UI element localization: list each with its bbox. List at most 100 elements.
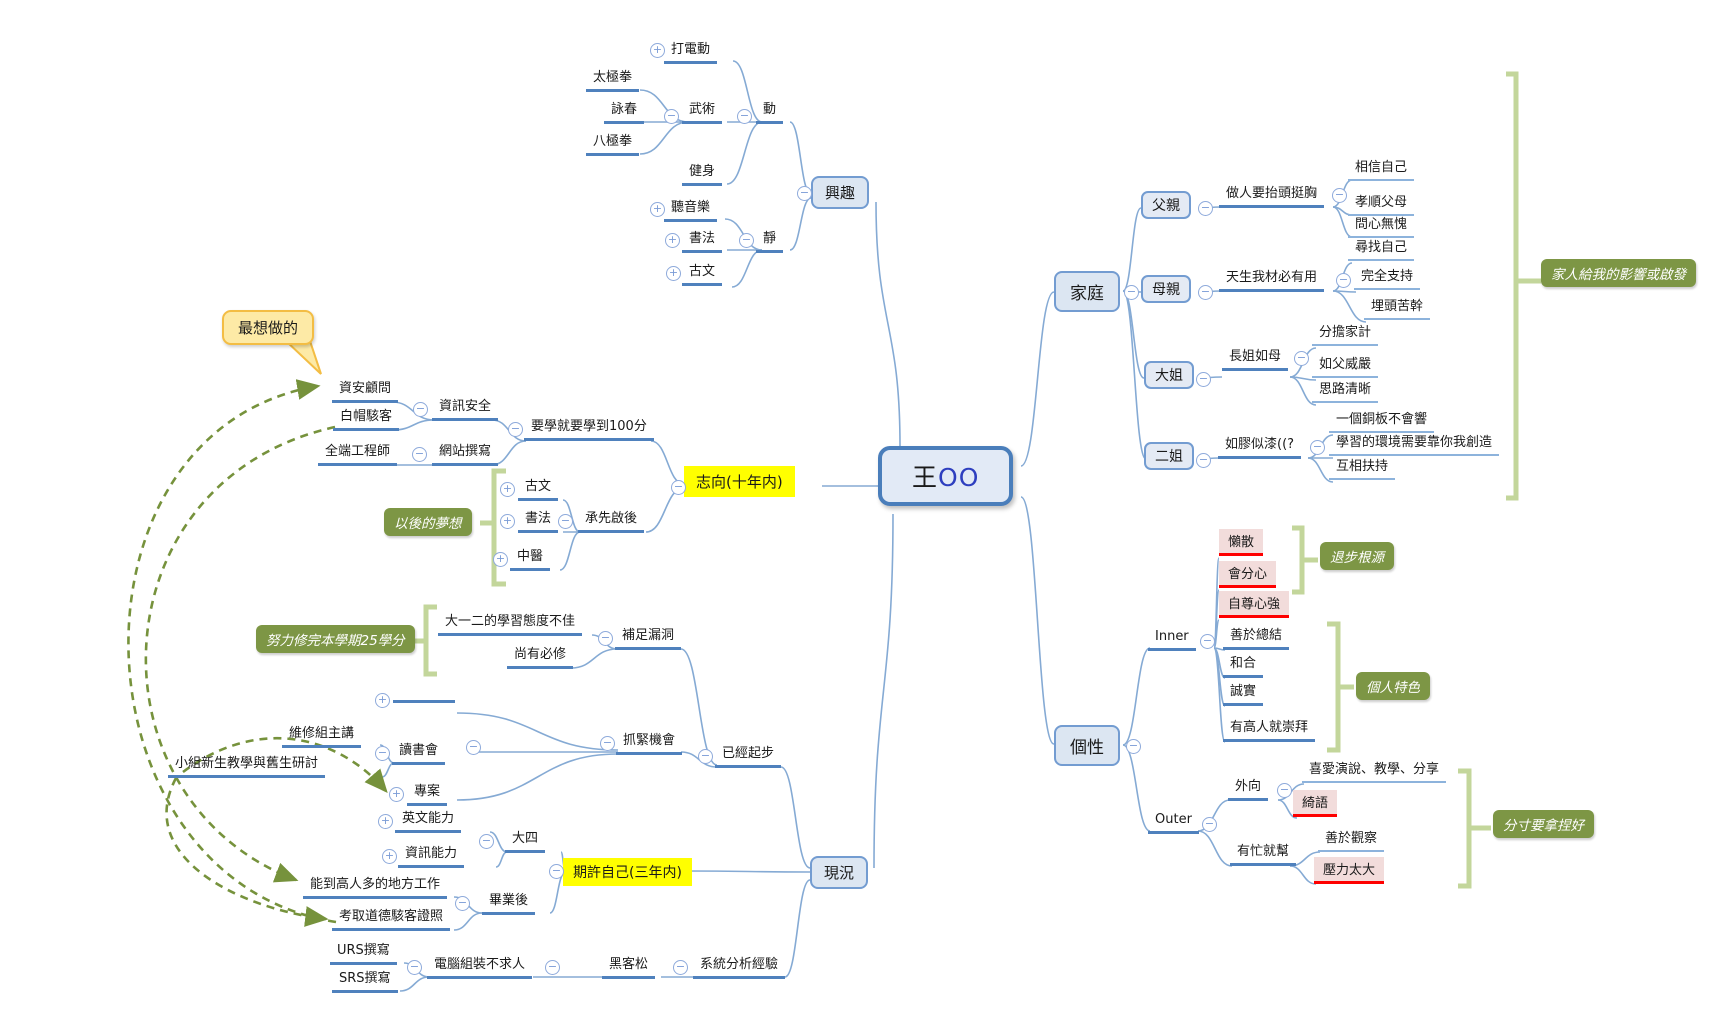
collapse-icon[interactable]: − [1196,372,1211,387]
callout-regress-root[interactable]: 退步根源 [1320,542,1394,570]
collapse-icon[interactable]: − [545,960,560,975]
topic-wingchun[interactable]: 詠春 [604,102,645,124]
branch-interest[interactable]: 興趣 [811,176,870,209]
topic-sys-analysis[interactable]: 系統分析經驗 [693,957,786,979]
collapse-icon[interactable]: − [1200,634,1215,649]
topic-martial-arts[interactable]: 武術 [682,102,723,124]
collapse-icon[interactable]: − [1294,351,1309,366]
collapse-icon[interactable]: − [1202,817,1217,832]
callout-most-want[interactable]: 最想做的 [222,310,315,345]
topic-fullstack[interactable]: 全端工程師 [318,444,398,466]
topic-extrovert[interactable]: 外向 [1228,779,1269,801]
topic-leaf[interactable]: 學習的環境需要靠你我創造 [1329,435,1500,456]
topic-project[interactable]: 專案 [407,784,448,806]
expand-icon[interactable]: + [666,266,681,281]
collapse-icon[interactable]: − [1198,201,1213,216]
topic-second-quote[interactable]: 如膠似漆((? [1218,437,1302,459]
collapse-icon[interactable]: − [412,447,427,462]
branch-current[interactable]: 現況 [810,856,869,889]
collapse-icon[interactable]: − [797,186,812,201]
collapse-icon[interactable]: − [671,480,686,495]
collapse-icon[interactable]: − [600,736,615,751]
topic-after-graduation[interactable]: 畢業後 [482,893,536,915]
topic-second-sister[interactable]: 二姐 [1144,442,1194,470]
topic-urs[interactable]: URS撰寫 [330,943,397,965]
topic-newbie-teaching[interactable]: 小組新生教學與舊生研討 [168,756,326,778]
collapse-icon[interactable]: − [466,740,481,755]
collapse-icon[interactable]: − [508,422,523,437]
topic-classics[interactable]: 古文 [682,264,723,286]
topic-started[interactable]: 已經起步 [715,746,782,768]
collapse-icon[interactable]: − [737,109,752,124]
topic-baji[interactable]: 八極拳 [586,134,640,156]
topic-required-courses[interactable]: 尚有必修 [507,647,574,669]
collapse-icon[interactable]: − [375,746,390,761]
collapse-icon[interactable]: − [1124,285,1139,300]
topic-leaf[interactable]: 埋頭苦幹 [1364,299,1431,320]
topic-unnamed[interactable] [393,696,455,703]
topic-harmony[interactable]: 和合 [1223,656,1264,678]
root-topic[interactable]: 王OO [878,446,1014,506]
branch-family[interactable]: 家庭 [1054,271,1120,312]
topic-srs[interactable]: SRS撰寫 [332,971,398,993]
topic-taichi[interactable]: 太極拳 [586,70,640,92]
topic-fitness[interactable]: 健身 [682,164,723,186]
collapse-icon[interactable]: − [664,109,679,124]
topic-helpful[interactable]: 有忙就幫 [1230,844,1297,866]
branch-personality[interactable]: 個性 [1054,725,1120,766]
topic-father-quote[interactable]: 做人要抬頭挺胸 [1219,186,1325,208]
collapse-icon[interactable]: − [407,960,422,975]
topic-outer[interactable]: Outer [1148,812,1199,834]
collapse-icon[interactable]: − [1336,273,1351,288]
expand-icon[interactable]: + [378,814,393,829]
expand-icon[interactable]: + [493,552,508,567]
topic-leaf[interactable]: 互相扶持 [1329,459,1396,480]
topic-lazy[interactable]: 懶散 [1219,529,1264,556]
collapse-icon[interactable]: − [549,864,564,879]
topic-music[interactable]: 聽音樂 [664,200,718,222]
topic-it-skill[interactable]: 資訊能力 [398,846,465,868]
callout-credits[interactable]: 努力修完本學期25學分 [256,625,415,653]
topic-study-100[interactable]: 要學就要學到100分 [524,419,654,441]
collapse-icon[interactable]: − [455,896,470,911]
topic-observant[interactable]: 善於觀察 [1318,831,1385,852]
topic-security-consultant[interactable]: 資安顧問 [332,381,399,403]
collapse-icon[interactable]: − [1126,739,1141,754]
topic-leaf[interactable]: 孝順父母 [1348,195,1415,216]
topic-attitude[interactable]: 大一二的學習態度不佳 [438,614,583,636]
topic-legacy[interactable]: 承先啟後 [578,511,645,533]
collapse-icon[interactable]: − [598,631,613,646]
expand-icon[interactable]: + [389,787,404,802]
topic-leaf[interactable]: 分擔家計 [1312,325,1379,346]
topic-english[interactable]: 英文能力 [395,811,462,833]
topic-seize-chance[interactable]: 抓緊機會 [616,733,683,755]
topic-eldest-quote[interactable]: 長姐如母 [1222,349,1289,371]
topic-leaf[interactable]: 尋找自己 [1348,240,1415,261]
collapse-icon[interactable]: − [739,233,754,248]
expand-icon[interactable]: + [665,233,680,248]
expand-icon[interactable]: + [650,43,665,58]
collapse-icon[interactable]: − [1196,453,1211,468]
callout-future-dream[interactable]: 以後的夢想 [384,508,472,536]
topic-strong-pride[interactable]: 自尊心強 [1219,591,1290,618]
topic-mother-quote[interactable]: 天生我材必有用 [1219,270,1325,292]
topic-ethical-hacker-cert[interactable]: 考取道德駭客證照 [332,909,451,931]
topic-white-hat[interactable]: 白帽駭客 [333,409,400,431]
topic-hackathon[interactable]: 黑客松 [602,957,656,979]
branch-ambition[interactable]: 志向(十年内) [684,466,795,497]
topic-tcm[interactable]: 中醫 [510,549,551,571]
expand-icon[interactable]: + [500,482,515,497]
topic-father[interactable]: 父親 [1141,191,1191,219]
topic-senior-year[interactable]: 大四 [505,831,546,853]
topic-mother[interactable]: 母親 [1141,275,1191,303]
topic-admire-masters[interactable]: 有高人就崇拜 [1223,720,1316,742]
collapse-icon[interactable]: − [558,514,573,529]
topic-quiet[interactable]: 靜 [756,231,784,253]
collapse-icon[interactable]: − [673,960,688,975]
topic-flattery[interactable]: 綺語 [1293,790,1338,817]
expand-icon[interactable]: + [382,849,397,864]
topic-work-with-experts[interactable]: 能到高人多的地方工作 [303,877,448,899]
topic-distracted[interactable]: 會分心 [1219,561,1277,588]
topic-leaf[interactable]: 完全支持 [1354,269,1421,290]
expand-icon[interactable]: + [500,514,515,529]
